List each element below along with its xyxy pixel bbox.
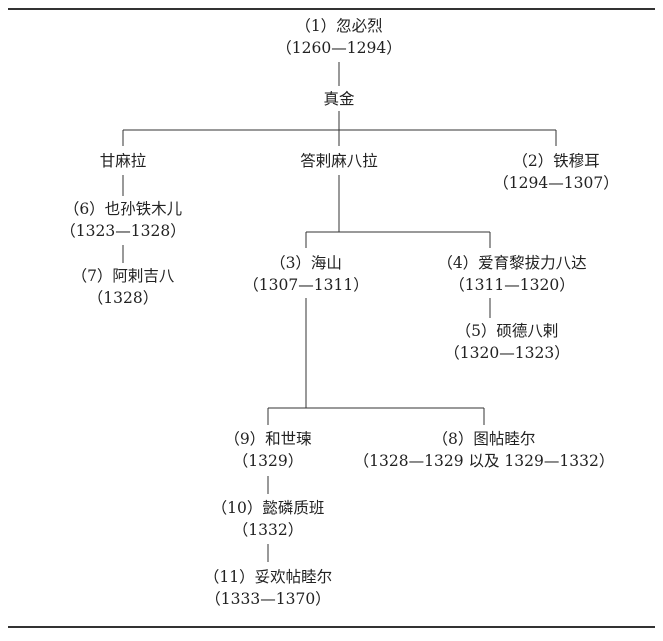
node-kusala-name: （9）和世瑓: [224, 430, 312, 448]
node-shidebala: （5）硕德八剌 （1320—1323）: [444, 320, 569, 364]
node-toghtemur-name: （8）图帖睦尔: [432, 430, 536, 448]
node-gamala: 甘麻拉: [100, 150, 147, 172]
node-ragibagh: （7）阿剌吉八 （1328）: [72, 265, 175, 309]
node-temur-name: （2）铁穆耳: [512, 152, 600, 170]
node-temur-reign: （1294—1307）: [493, 174, 619, 192]
node-toghon: （11）妥欢帖睦尔 （1333—1370）: [204, 566, 332, 610]
node-ragibagh-reign: （1328）: [87, 289, 159, 307]
bottom-rule: [8, 626, 655, 628]
node-yesun: （6）也孙铁木儿 （1323—1328）: [60, 198, 185, 242]
node-darmabala: 答剌麻八拉: [300, 150, 378, 172]
node-zhenjin: 真金: [323, 88, 354, 110]
node-toghon-name: （11）妥欢帖睦尔: [203, 568, 333, 586]
node-haishan-name: （3）海山: [270, 254, 342, 272]
node-haishan: （3）海山 （1307—1311）: [243, 252, 368, 296]
node-kusala-reign: （1329）: [232, 452, 304, 470]
node-rinchinbal: （10）懿磷质班 （1332）: [212, 497, 325, 541]
node-shidebala-reign: （1320—1323）: [444, 344, 570, 362]
node-yesun-name: （6）也孙铁木儿: [63, 200, 183, 218]
node-toghtemur-reign: （1328—1329 以及 1329—1332）: [353, 452, 615, 470]
node-ayurbarwada: （4）爱育黎拔力八达 （1311—1320）: [437, 252, 586, 296]
node-toghon-reign: （1333—1370）: [205, 590, 331, 608]
node-rinchinbal-reign: （1332）: [232, 521, 304, 539]
node-toghtemur: （8）图帖睦尔 （1328—1329 以及 1329—1332）: [354, 428, 615, 472]
top-rule: [8, 8, 655, 10]
node-rinchinbal-name: （10）懿磷质班: [211, 499, 325, 517]
node-yesun-reign: （1323—1328）: [60, 222, 186, 240]
node-shidebala-name: （5）硕德八剌: [455, 322, 559, 340]
node-kublai-name: （1）忽必烈: [295, 17, 383, 35]
node-gamala-name: 甘麻拉: [99, 152, 147, 170]
node-haishan-reign: （1307—1311）: [243, 276, 369, 294]
node-kusala: （9）和世瑓 （1329）: [224, 428, 311, 472]
node-ragibagh-name: （7）阿剌吉八: [71, 267, 175, 285]
node-temur: （2）铁穆耳 （1294—1307）: [493, 150, 618, 194]
node-zhenjin-name: 真金: [323, 90, 355, 108]
node-kublai-reign: （1260—1294）: [276, 39, 402, 57]
node-kublai: （1）忽必烈 （1260—1294）: [276, 15, 401, 59]
node-darmabala-name: 答剌麻八拉: [300, 152, 378, 170]
node-ayurbarwada-name: （4）爱育黎拔力八达: [437, 254, 587, 272]
node-ayurbarwada-reign: （1311—1320）: [449, 276, 575, 294]
